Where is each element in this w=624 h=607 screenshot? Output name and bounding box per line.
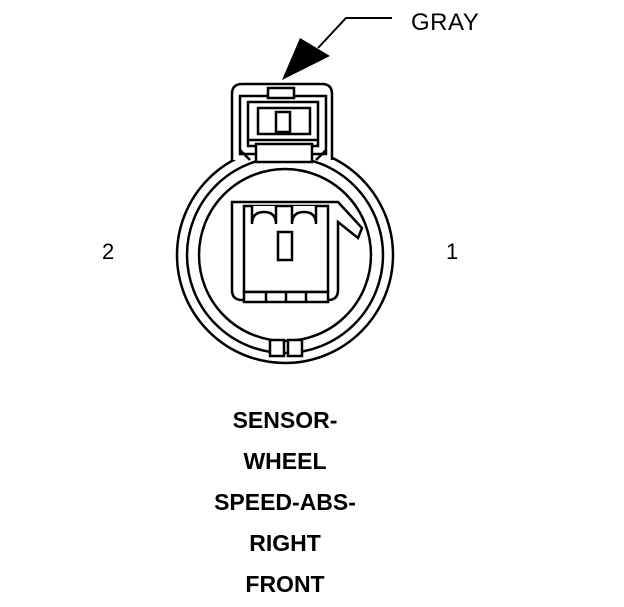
callout-arrowhead — [282, 38, 330, 80]
title-line: RIGHT — [249, 530, 321, 556]
title-line: FRONT — [245, 571, 325, 597]
lock-tab — [230, 82, 334, 164]
title-line: WHEEL — [243, 448, 327, 474]
pin-number-right: 1 — [446, 239, 459, 264]
connector-title: SENSOR- WHEEL SPEED-ABS- RIGHT FRONT — [160, 402, 410, 607]
wire-color-label: GRAY — [411, 9, 480, 36]
callout-leader — [317, 17, 392, 49]
title-line: SPEED-ABS- — [214, 489, 356, 515]
pin-number-left: 2 — [102, 239, 115, 264]
title-line: SENSOR- — [232, 407, 338, 433]
terminal-cavity — [230, 200, 364, 304]
bottom-keys — [268, 338, 304, 358]
